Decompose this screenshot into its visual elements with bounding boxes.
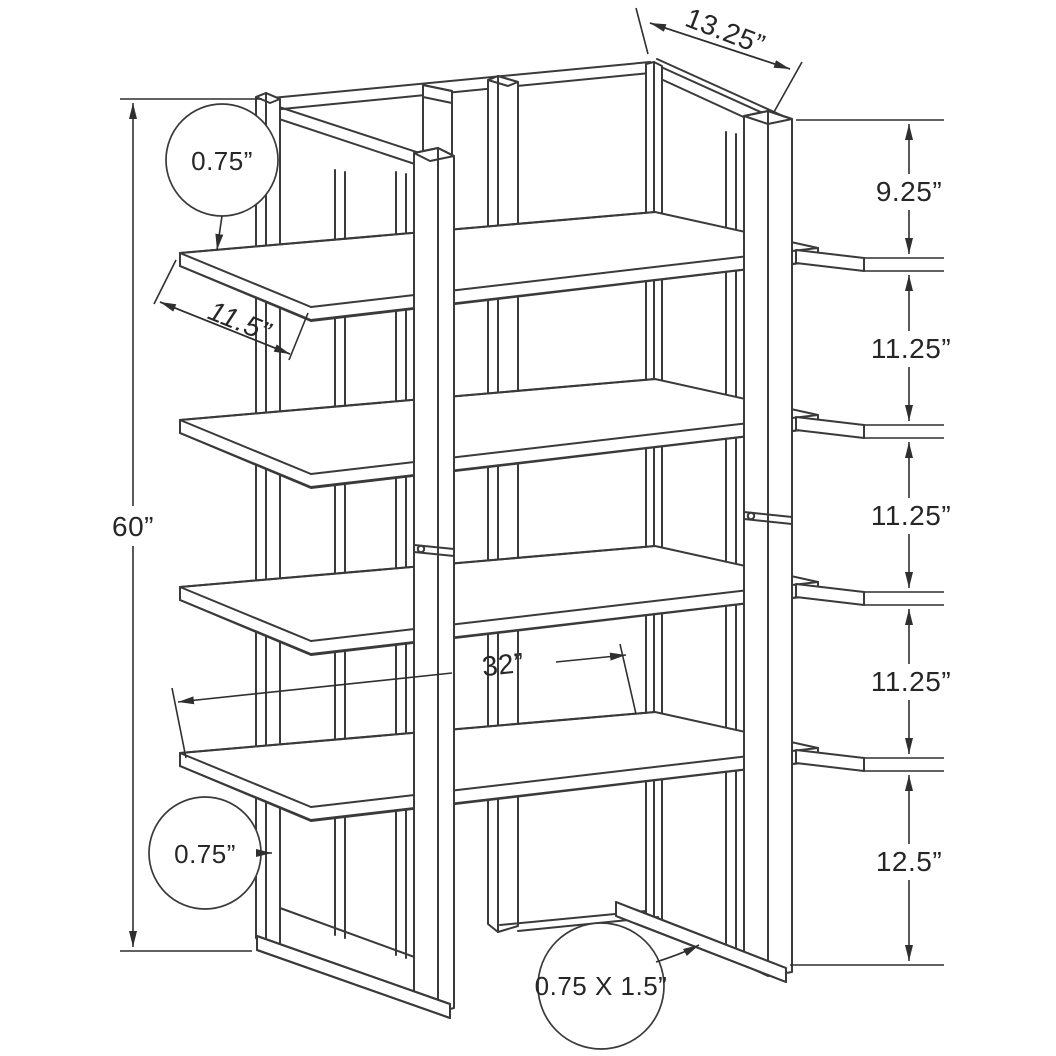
right-back-post <box>645 61 663 925</box>
dim-gap-bottom: 12.5” <box>876 775 942 961</box>
connector-bolt-right <box>746 511 756 521</box>
right-front-post <box>743 110 793 977</box>
dim-gap-4: 11.25” <box>871 609 951 754</box>
shelf-4 <box>179 711 865 822</box>
dim-width: 32” <box>171 643 637 759</box>
shelf-3 <box>179 545 865 656</box>
dim-gap-3: 11.25” <box>871 442 951 588</box>
dimensions: 60” 13.25” 9.25” <box>112 2 951 1050</box>
dim-height-label: 60” <box>112 511 154 542</box>
shelf-1 <box>179 211 865 322</box>
mid-back-post <box>487 75 519 933</box>
callout-leg-label: 0.75” <box>174 839 236 869</box>
right-bottom-rail <box>615 901 787 983</box>
left-bottom-rail <box>256 935 451 1019</box>
dim-height: 60” <box>112 98 262 952</box>
dim-gap-top-label: 9.25” <box>876 176 942 207</box>
callout-shelf-thickness: 0.75” <box>165 103 279 251</box>
left-front-post <box>413 147 455 1013</box>
dim-gap-4-label: 11.25” <box>871 666 951 697</box>
left-frame-rail-end <box>422 84 453 159</box>
callout-leg: 0.75” <box>148 796 272 910</box>
bookcase-drawing <box>179 58 865 1019</box>
dim-gap-2-label: 11.25” <box>871 333 951 364</box>
top-back-rail <box>260 61 651 111</box>
shelf-2 <box>179 378 865 489</box>
left-back-post <box>255 92 281 949</box>
dim-gap-top: 9.25” <box>876 124 942 254</box>
dim-gap-2: 11.25” <box>871 275 951 421</box>
dim-right-chain: 9.25” 11.25” 11.25” 11.25” 12.5” <box>790 119 951 966</box>
callout-base-tube-label: 0.75 X 1.5” <box>535 971 668 1001</box>
dim-gap-3-label: 11.25” <box>871 500 951 531</box>
callout-shelf-thickness-label: 0.75” <box>191 146 253 176</box>
shelves <box>179 211 865 822</box>
callout-base-tube: 0.75 X 1.5” <box>535 922 700 1050</box>
dim-top-depth-label: 13.25” <box>681 2 769 60</box>
dim-gap-bottom-label: 12.5” <box>876 846 942 877</box>
connector-bolt-left <box>416 544 426 554</box>
dim-width-label: 32” <box>481 647 526 682</box>
